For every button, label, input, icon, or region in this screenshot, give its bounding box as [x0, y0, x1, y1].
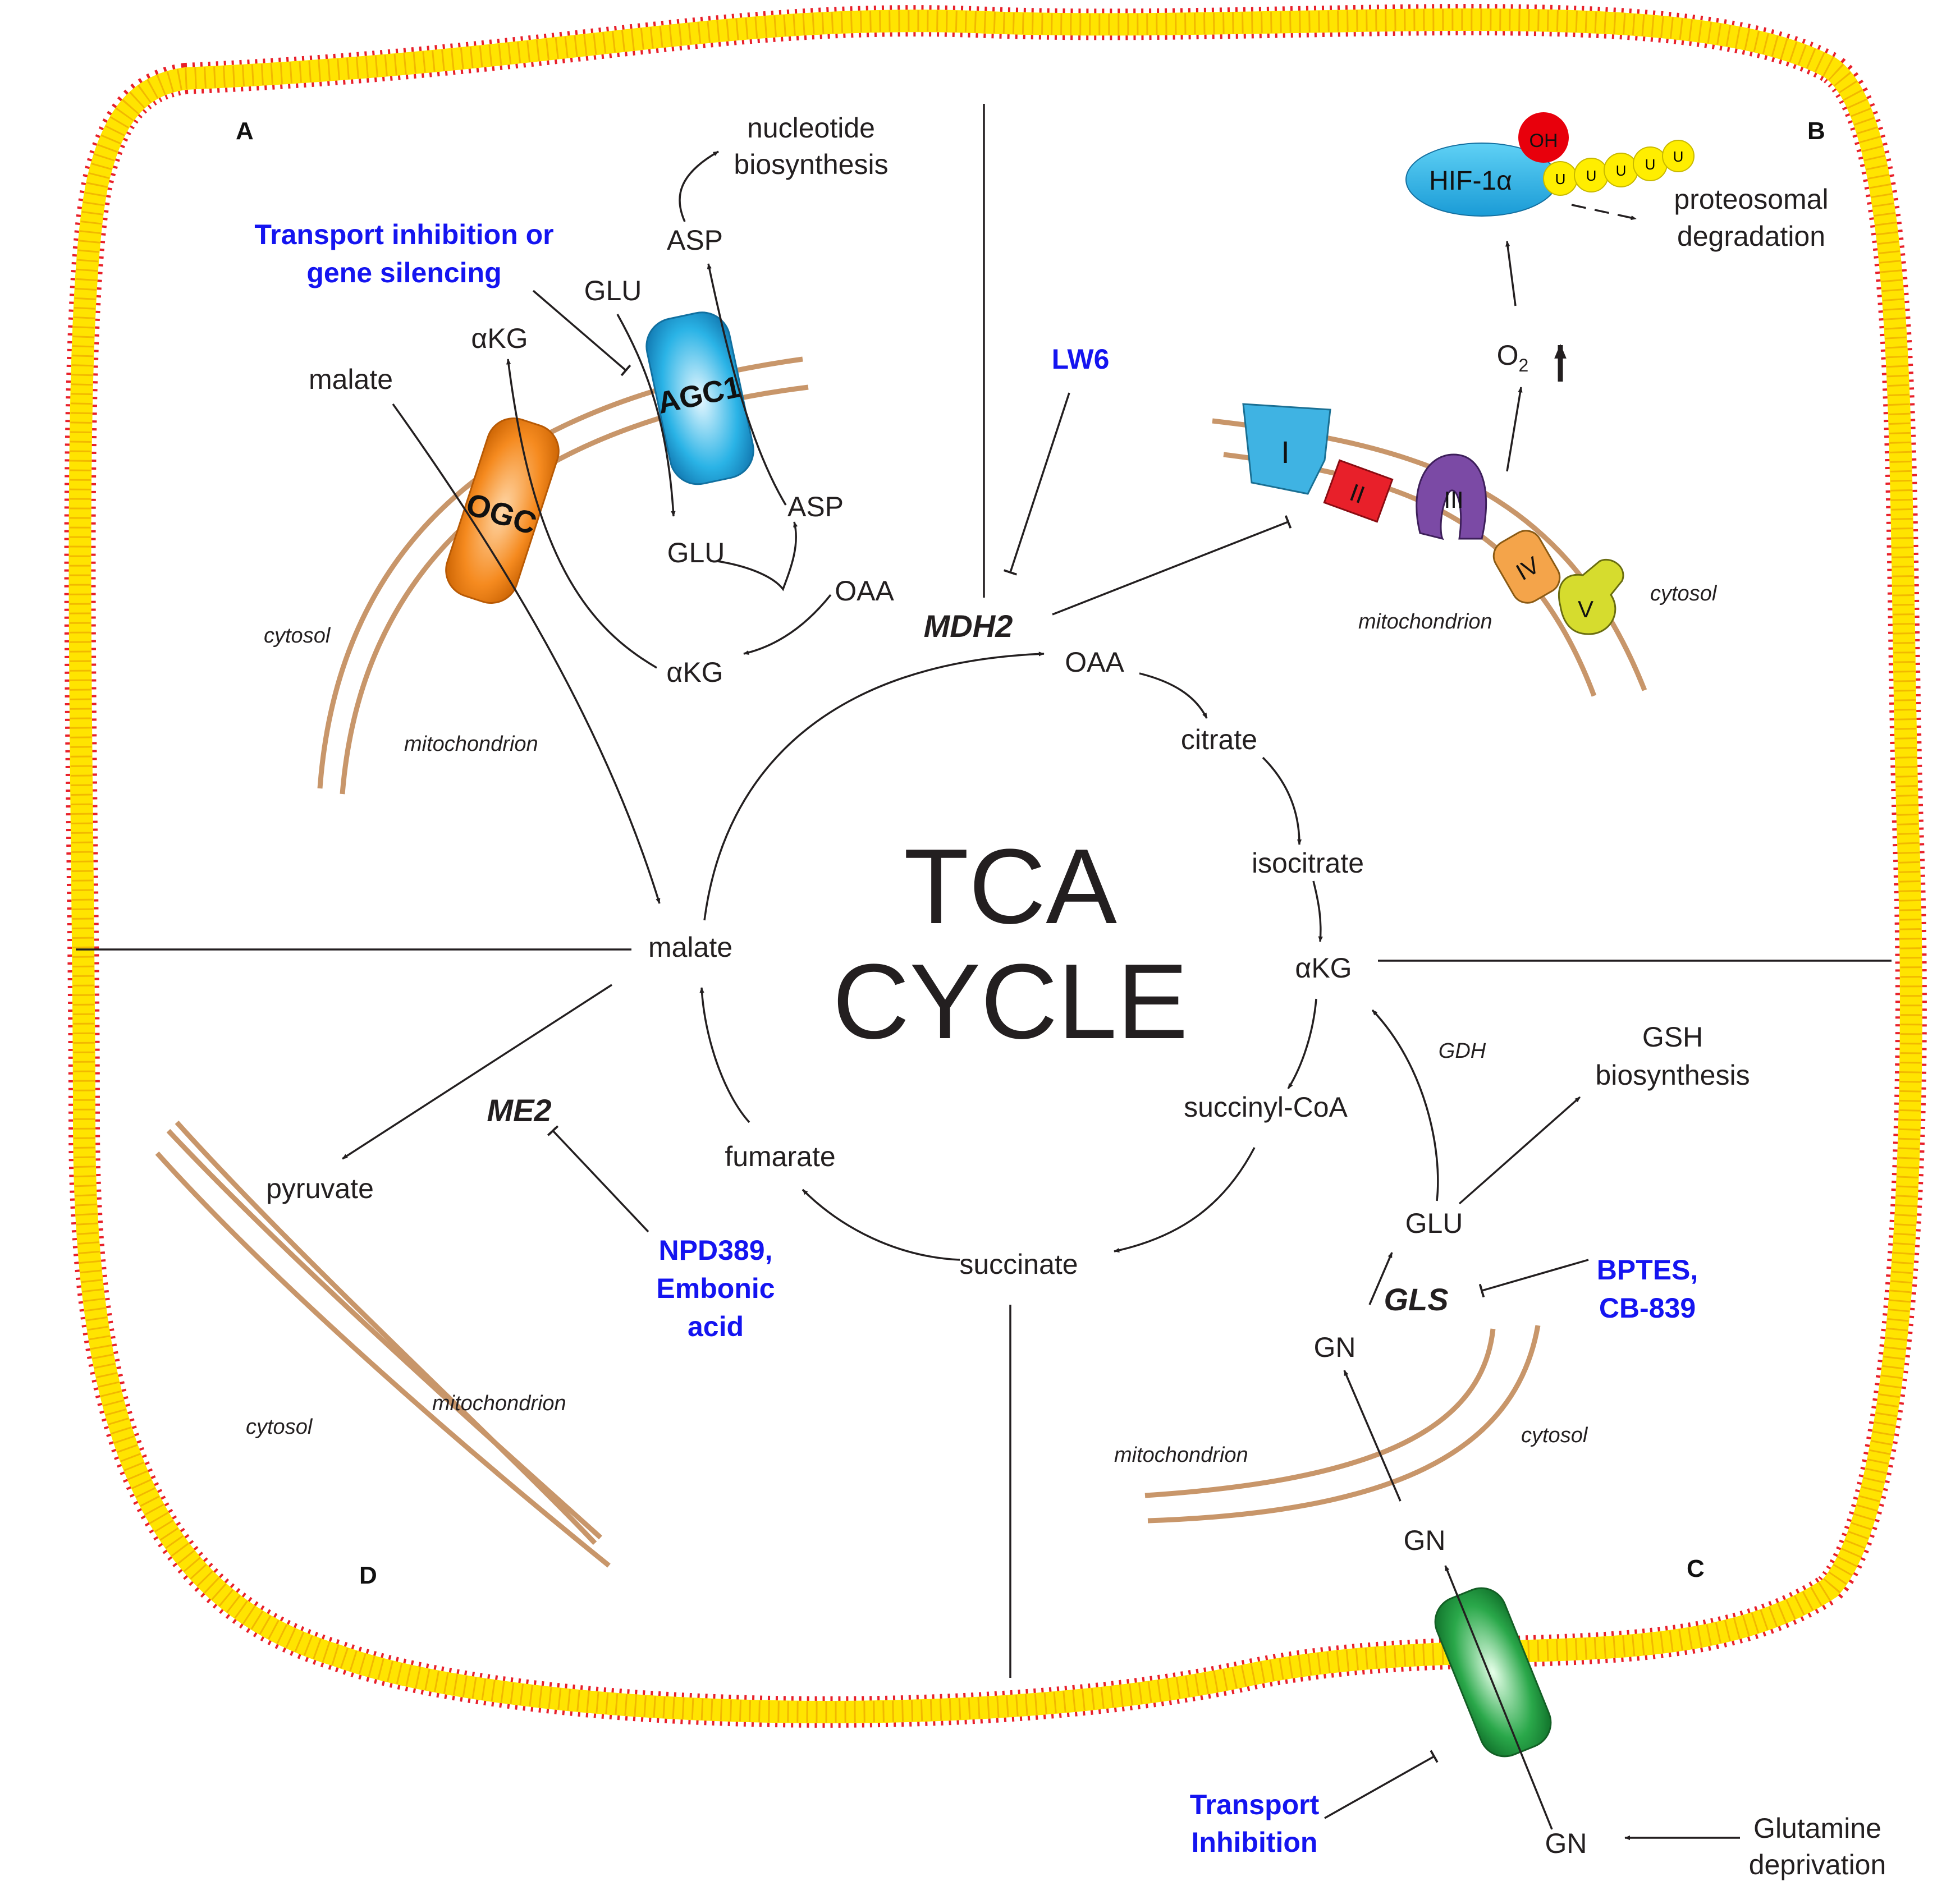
gn-mitochondrial: GN — [1314, 1332, 1356, 1363]
panel-label-d: D — [359, 1562, 377, 1589]
agc1-transporter: AGC1 — [645, 311, 754, 485]
inhibitor-npd389-line3: acid — [688, 1311, 744, 1342]
complex-v: V — [1558, 558, 1624, 635]
cycle-succinyl-coa: succinyl-CoA — [1184, 1091, 1348, 1123]
akg-top: αKG — [471, 323, 528, 354]
cycle-fumarate: fumarate — [725, 1141, 835, 1172]
glutamine-deprivation-line2: deprivation — [1749, 1849, 1886, 1880]
complex-iii: III — [1416, 453, 1487, 540]
panel-d-mitochondrion-label: mitochondrion — [432, 1392, 566, 1415]
gsh-label-line2: biosynthesis — [1595, 1059, 1750, 1091]
ogc-transporter: OGC — [445, 417, 560, 604]
enzyme-gls: GLS — [1384, 1282, 1448, 1317]
degradation-arrow — [1571, 204, 1637, 221]
hif-1a-protein: HIF-1α — [1405, 143, 1558, 217]
nucleotide-label-line2: biosynthesis — [734, 149, 888, 180]
cell-membrane — [64, 4, 1927, 1728]
quadrant-dividers — [76, 104, 1892, 1678]
complex-iii-label: III — [1444, 487, 1463, 513]
inhibitor-lw6: LW6 — [1052, 343, 1110, 375]
panel-label-a: A — [236, 117, 254, 145]
enzyme-me2: ME2 — [487, 1093, 551, 1128]
ubiquitin-label: U — [1586, 167, 1597, 184]
asp-mid: ASP — [787, 491, 844, 522]
gsh-label-line1: GSH — [1642, 1021, 1703, 1053]
panel-c-cytosol-label: cytosol — [1521, 1424, 1588, 1447]
inhibitor-transport-c-line1: Transport — [1190, 1789, 1320, 1820]
panel-b-cytosol-label: cytosol — [1650, 582, 1718, 605]
tca-cycle-title: TCA CYCLE — [832, 827, 1188, 1061]
ubiquitin-label: U — [1555, 171, 1566, 187]
panel-c-mitochondrion-label: mitochondrion — [1114, 1443, 1248, 1467]
panel-b: mitochondrion cytosol LW6 I II III IV V — [1003, 112, 1829, 697]
panel-d: cytosol mitochondrion pyruvate ME2 NPD38… — [155, 984, 775, 1568]
o2-label: O2 — [1497, 339, 1529, 375]
gdh-label: GDH — [1439, 1039, 1486, 1063]
cycle-arrows — [699, 652, 1323, 1261]
malate-top: malate — [309, 364, 393, 395]
enzyme-mdh2: MDH2 — [924, 608, 1013, 644]
o2-text: O — [1497, 339, 1519, 371]
complex-iv: IV — [1492, 530, 1561, 604]
complex-i-label: I — [1281, 434, 1290, 470]
cycle-citrate: citrate — [1181, 724, 1257, 755]
pyruvate-label: pyruvate — [266, 1173, 374, 1204]
inhibitor-npd389-line1: NPD389, — [659, 1235, 773, 1266]
cycle-akg: αKG — [1295, 952, 1352, 984]
ubiquitin-label: U — [1616, 162, 1627, 179]
inhibitor-transport-c-line2: Inhibition — [1192, 1827, 1318, 1858]
asp-top: ASP — [667, 224, 723, 256]
panel-a: cytosol mitochondrion OGC AGC1 nucleotid… — [254, 112, 894, 904]
hif-1a-label: HIF-1α — [1429, 166, 1512, 196]
glutamine-transporter — [1434, 1587, 1552, 1758]
ubiquitin-label: U — [1645, 156, 1656, 173]
glu-mid: GLU — [667, 537, 725, 568]
panel-label-c: C — [1687, 1555, 1705, 1582]
gn-extracellular: GN — [1545, 1828, 1587, 1859]
glu-top: GLU — [584, 275, 642, 306]
panel-a-cytosol-label: cytosol — [264, 624, 331, 648]
o2-subscript: 2 — [1519, 355, 1529, 375]
ubiquitin-label: U — [1673, 148, 1684, 165]
complex-v-label: V — [1578, 596, 1593, 622]
proteosomal-label-line2: degradation — [1677, 221, 1825, 252]
gn-cytosolic: GN — [1404, 1525, 1446, 1556]
glutamine-deprivation-line1: Glutamine — [1753, 1813, 1881, 1844]
akg-bottom: αKG — [666, 657, 723, 688]
inhibitor-npd389-line2: Embonic — [656, 1273, 775, 1304]
cycle-malate: malate — [648, 932, 732, 963]
panel-d-cytosol-label: cytosol — [246, 1415, 313, 1439]
glu-panel-c: GLU — [1405, 1208, 1463, 1239]
proteosomal-label-line1: proteosomal — [1674, 183, 1828, 215]
inhibitor-transport-line2: gene silencing — [306, 257, 501, 288]
cycle-succinate: succinate — [959, 1249, 1078, 1280]
panel-c: mitochondrion cytosol GSH biosynthesis G… — [1114, 1009, 1886, 1880]
panel-b-mitochondrion-label: mitochondrion — [1358, 610, 1492, 634]
tca-title-line2: CYCLE — [832, 942, 1188, 1061]
panel-a-mitochondrion-label: mitochondrion — [404, 732, 538, 756]
tca-title-line1: TCA — [904, 827, 1117, 946]
nucleotide-label-line1: nucleotide — [747, 112, 875, 144]
cycle-oaa: OAA — [1065, 646, 1124, 678]
complex-ii: II — [1323, 459, 1394, 523]
panel-label-b: B — [1807, 117, 1825, 145]
inhibitor-transport-line1: Transport inhibition or — [254, 219, 553, 250]
oaa-panel-a: OAA — [835, 575, 894, 607]
inhibitor-bptes-line2: CB-839 — [1599, 1292, 1696, 1324]
oh-label: OH — [1529, 130, 1558, 152]
complex-i: I — [1242, 403, 1331, 495]
cycle-isocitrate: isocitrate — [1252, 847, 1364, 879]
hydroxyl-group: OH — [1518, 112, 1569, 163]
inhibitor-bptes-line1: BPTES, — [1597, 1254, 1698, 1286]
ubiquitin-chain: U U U U U — [1543, 140, 1695, 196]
